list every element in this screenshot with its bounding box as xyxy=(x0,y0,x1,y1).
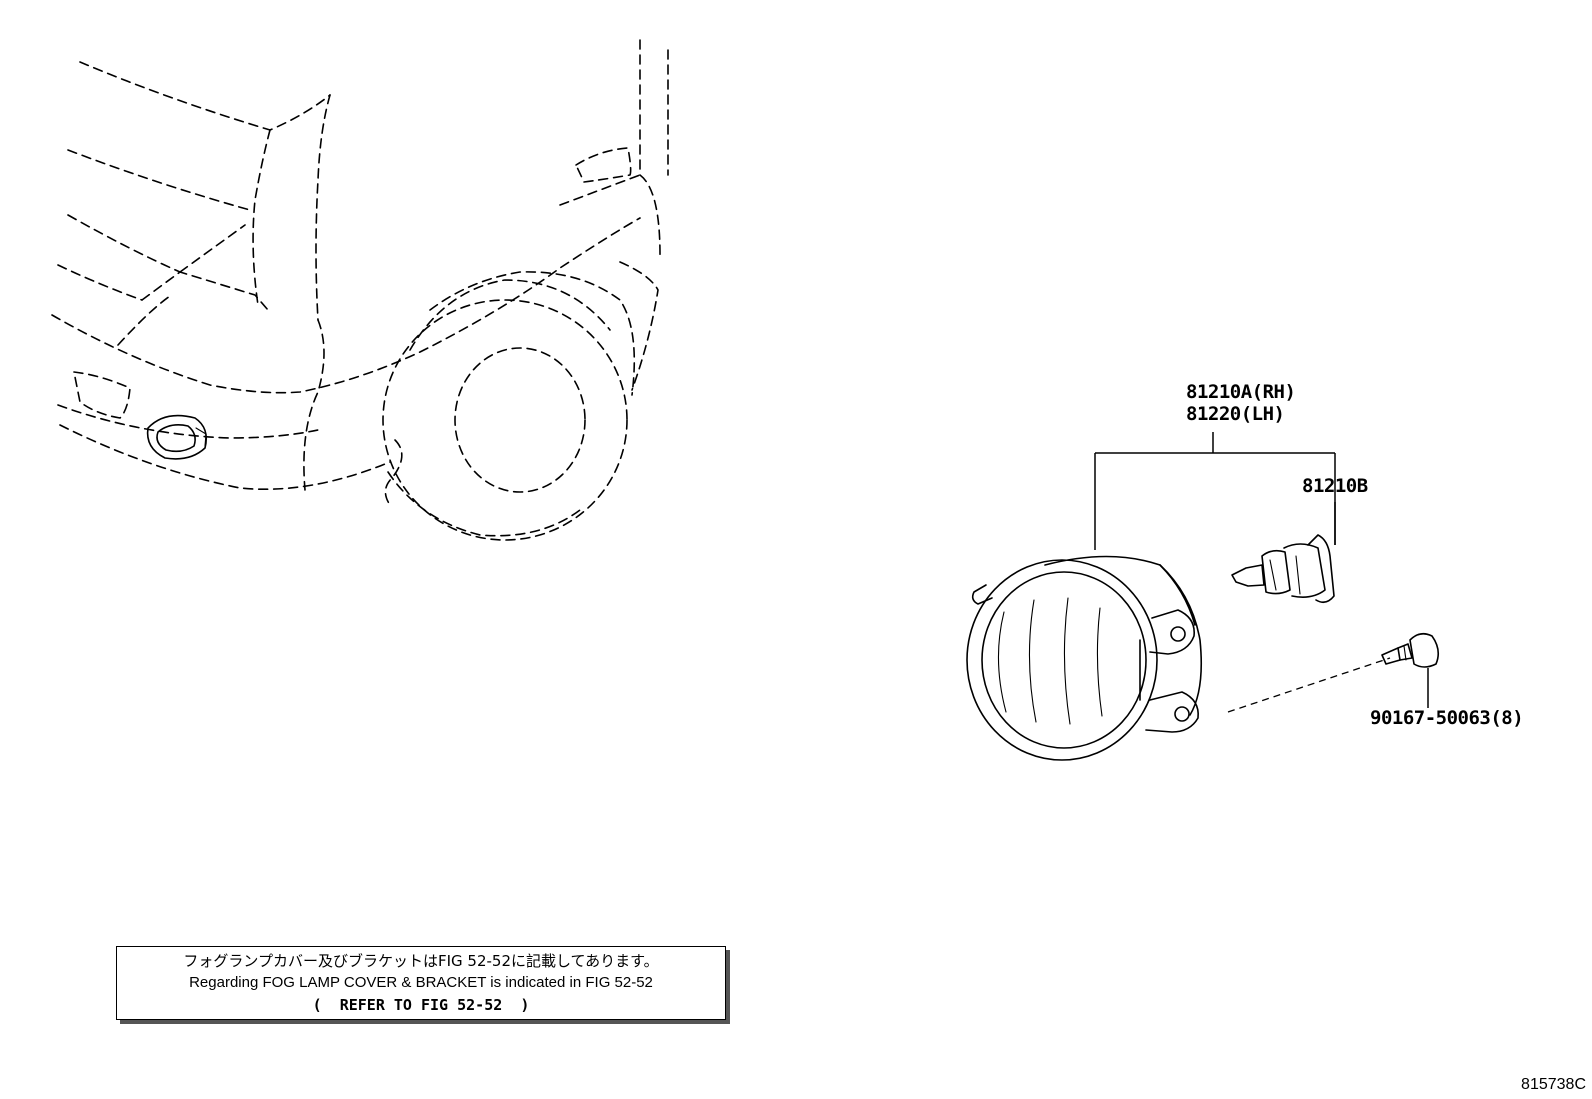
bulb xyxy=(1231,534,1335,604)
reference-note: フォグランプカバー及びブラケットはFIG 52-52に記載してあります。 Reg… xyxy=(116,946,726,1020)
fog-lamp-assembly xyxy=(966,555,1203,761)
note-japanese: フォグランプカバー及びブラケットはFIG 52-52に記載してあります。 xyxy=(183,952,659,970)
label-screw: 90167-50063(8) xyxy=(1370,707,1523,729)
part-labels: 81210A(RH) 81220(LH) 81210B 90167-50063(… xyxy=(1186,381,1524,729)
note-reference: ( REFER TO FIG 52-52 ) xyxy=(312,996,530,1014)
label-fog-lamp-lh: 81220(LH) xyxy=(1186,403,1284,425)
note-english: Regarding FOG LAMP COVER & BRACKET is in… xyxy=(189,974,653,991)
label-fog-lamp-rh: 81210A(RH) xyxy=(1186,381,1295,403)
label-bulb: 81210B xyxy=(1302,475,1368,497)
leader-lines xyxy=(1094,432,1429,713)
vehicle-outline xyxy=(51,39,669,541)
screw xyxy=(1381,632,1440,668)
figure-code: 815738C xyxy=(1521,1076,1586,1093)
